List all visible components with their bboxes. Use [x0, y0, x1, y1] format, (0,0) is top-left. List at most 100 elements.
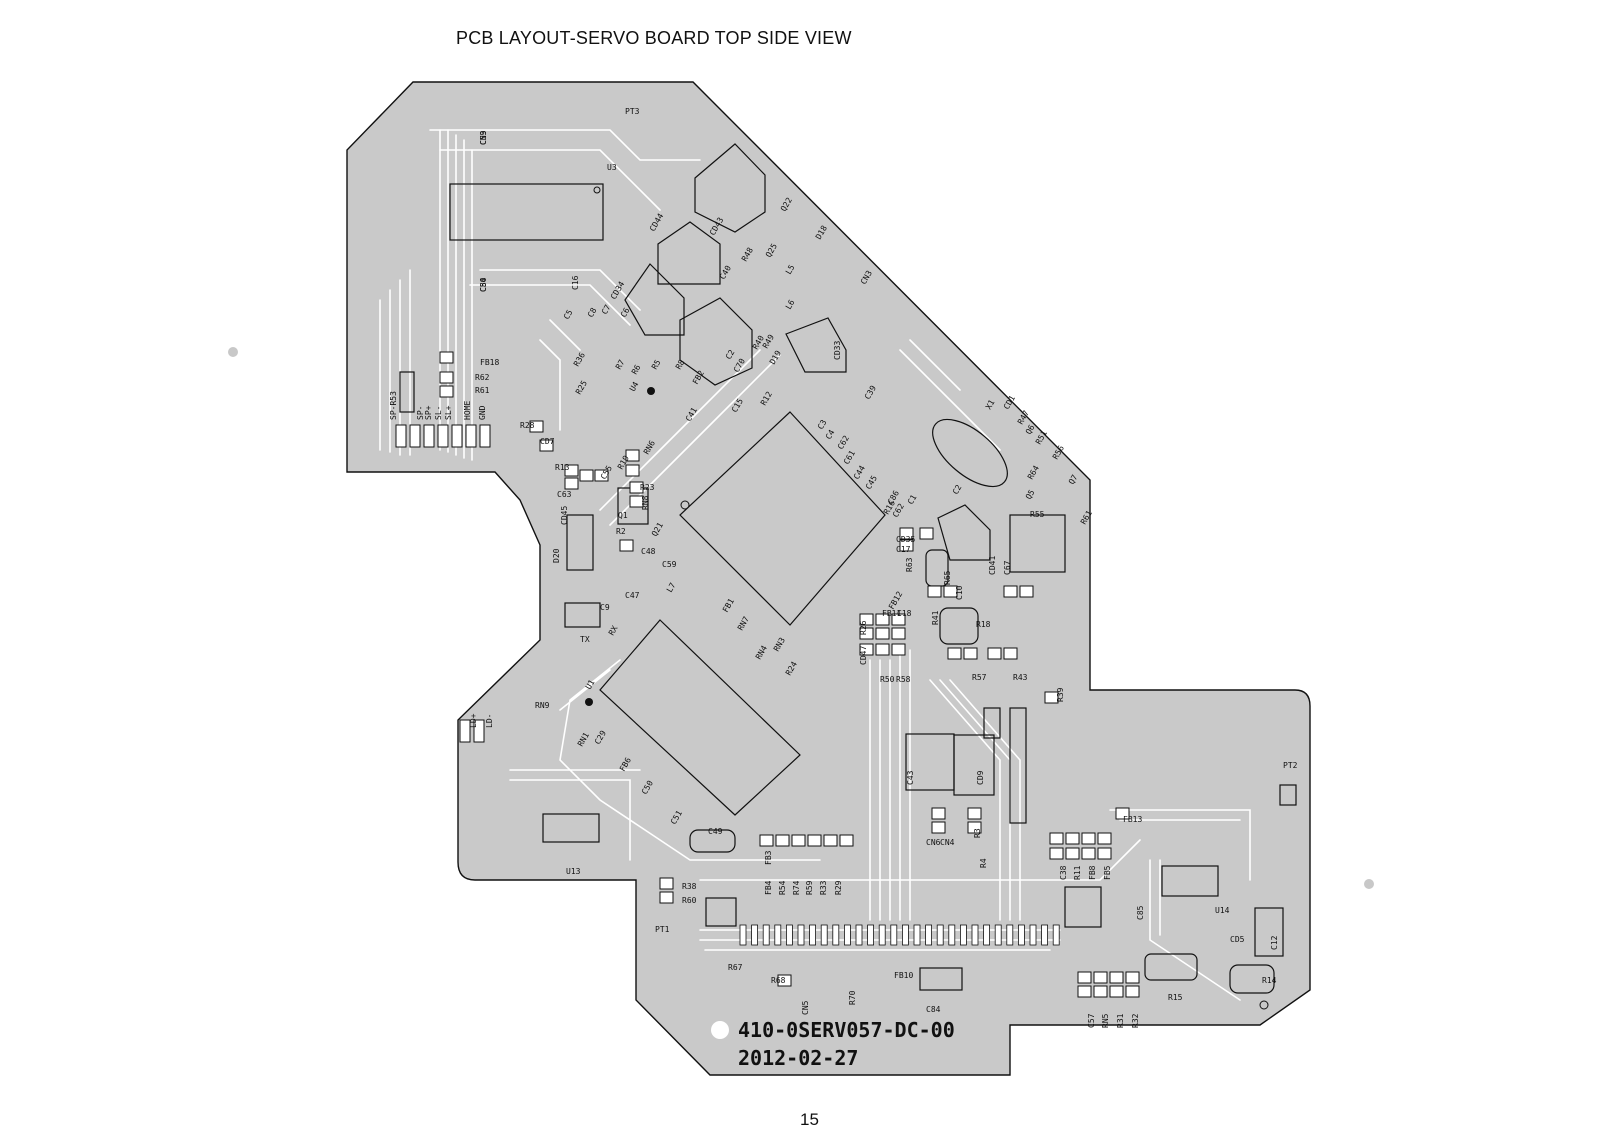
smd-pad [967, 821, 982, 834]
smd-pad [1109, 971, 1124, 984]
label-u4: U4 [628, 380, 641, 393]
component-label: R2 [616, 527, 626, 536]
connector-finger [936, 924, 944, 946]
smd-pad [439, 351, 454, 364]
component-label: C57 [1087, 1013, 1096, 1028]
smd-pad [1125, 971, 1140, 984]
smd-pad [579, 469, 594, 482]
component-label: R59 [805, 880, 814, 895]
smd-pad [1093, 971, 1108, 984]
component-label: R60 [682, 896, 697, 905]
smd-pad [875, 613, 890, 626]
component-label: R5 [650, 358, 663, 371]
component-label: R8 [674, 358, 687, 371]
component-label: C43 [906, 770, 915, 785]
component-label: R65 [943, 570, 952, 585]
component-label: FB5 [1103, 865, 1112, 880]
smd-pad [927, 585, 942, 598]
component-label: RN5 [1101, 1013, 1110, 1028]
smd-pad [1003, 585, 1018, 598]
connector-finger [797, 924, 805, 946]
ic-u4-outline [679, 411, 886, 626]
component-label: FB8 [1088, 865, 1097, 880]
smd-pad [1077, 971, 1092, 984]
fiducial-u1 [585, 698, 593, 706]
label-home: HOME [463, 401, 472, 420]
cd5-cap-outline [1144, 953, 1198, 981]
smd-pad [807, 834, 822, 847]
smd-pad [759, 834, 774, 847]
component-label: C53 [479, 130, 488, 145]
smd-pad [1065, 832, 1080, 845]
smd-pad [859, 627, 874, 640]
smd-pad [1125, 985, 1140, 998]
component-label: RX [607, 624, 620, 637]
component-label: CD9 [976, 770, 985, 785]
label-u13: U13 [566, 867, 581, 876]
smd-pad [775, 834, 790, 847]
smd-pad [1077, 985, 1092, 998]
smd-pad [1081, 832, 1096, 845]
connector-finger [855, 924, 863, 946]
ic-u14-outline [1161, 865, 1219, 897]
part-number-dot [711, 1021, 729, 1039]
smd-pad [619, 539, 634, 552]
smd-pad [931, 807, 946, 820]
smd-pad [439, 371, 454, 384]
component-label: Q7 [1067, 473, 1080, 486]
component-label: R7 [614, 358, 627, 371]
component-label: R26 [859, 620, 868, 635]
smd-pad [659, 877, 674, 890]
smd-pad [967, 807, 982, 820]
connector-finger [1041, 924, 1048, 946]
cd47-outline [939, 607, 979, 645]
fiducial-u4 [647, 387, 655, 395]
connector-finger [948, 924, 956, 946]
connector-finger [786, 924, 793, 946]
label-sl-minus: SL- [434, 406, 443, 420]
sp-r53-pad [399, 371, 415, 413]
page-number: 15 [800, 1110, 819, 1129]
component-label: L6 [784, 298, 797, 311]
component-label: C47 [625, 591, 640, 600]
component-label: FB4 [764, 880, 773, 895]
cd1-outline [937, 504, 991, 561]
page-title: PCB LAYOUT-SERVO BOARD TOP SIDE VIEW [456, 28, 852, 48]
smd-pad [1049, 847, 1064, 860]
component-label: R4 [979, 858, 988, 868]
board-outline [346, 81, 1311, 1076]
component-label: TX [580, 635, 590, 644]
cd34-outline [657, 221, 721, 285]
crystal-x1-outline [932, 418, 1008, 488]
smd-pads [439, 351, 1140, 998]
smd-pad [594, 469, 609, 482]
rn5-outline [919, 967, 963, 991]
connector-finger [960, 924, 967, 946]
connector-finger [925, 924, 932, 946]
label-gnd: GND [478, 405, 487, 420]
cd35-outline [1009, 514, 1066, 573]
board-date: 2012-02-27 [738, 1046, 858, 1070]
component-label: R38 [682, 882, 697, 891]
component-label: R55 [1030, 510, 1045, 519]
smd-pad [659, 891, 674, 904]
component-label: C4 [824, 428, 837, 441]
component-label: C6 [619, 306, 632, 319]
label-u3: U3 [607, 163, 617, 172]
component-label: FB3 [764, 850, 773, 865]
component-label: C8 [586, 306, 599, 319]
edge-connector-pads [395, 424, 491, 743]
component-label: R62 [475, 373, 490, 382]
smd-pad [1097, 832, 1112, 845]
smd-pad [791, 834, 806, 847]
component-label: C2 [724, 348, 737, 361]
label-ld-minus: LD- [485, 714, 494, 728]
component-label: R43 [1013, 673, 1028, 682]
smd-pad [839, 834, 854, 847]
component-label: R61 [475, 386, 490, 395]
component-outlines [399, 143, 1297, 994]
connector-finger [902, 924, 909, 946]
smd-pad [1049, 832, 1064, 845]
ic-u3-outline [449, 183, 604, 241]
component-label: R13 [555, 463, 570, 472]
